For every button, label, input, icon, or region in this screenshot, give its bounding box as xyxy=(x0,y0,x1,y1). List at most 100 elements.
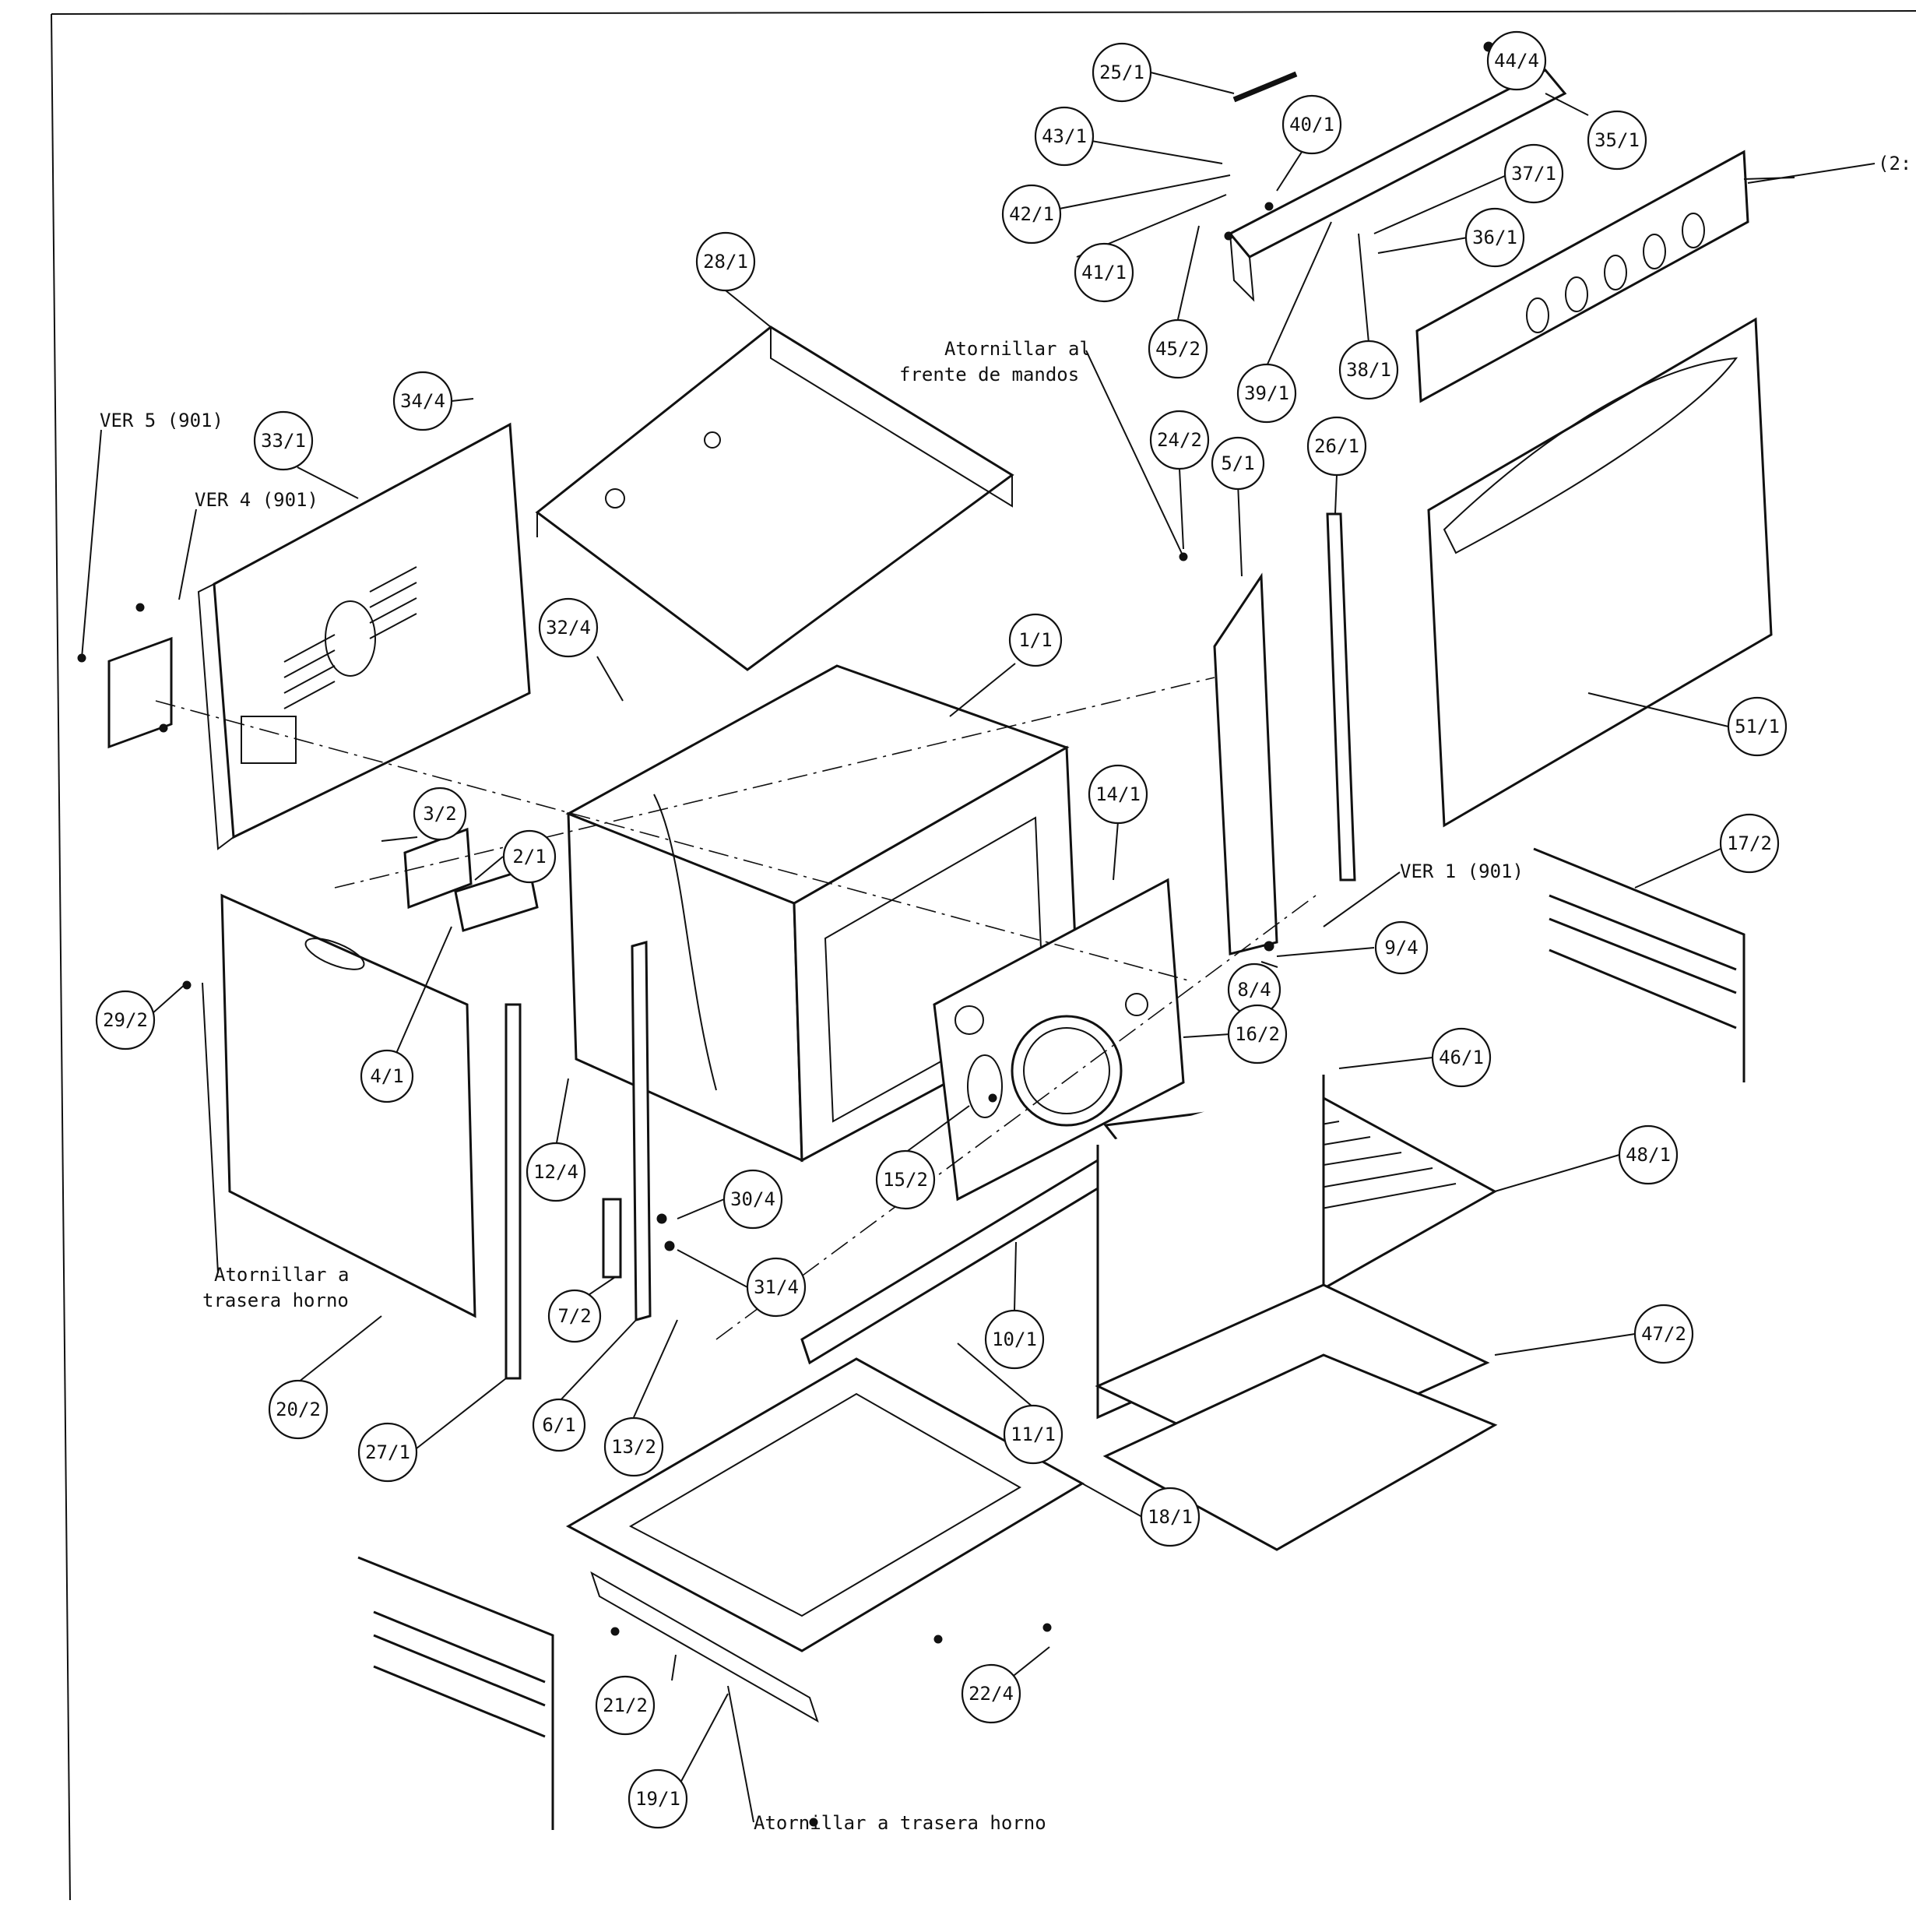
note-ver5: VER 5 (901) xyxy=(100,410,223,431)
svg-text:17/2: 17/2 xyxy=(1727,832,1772,854)
top-bracket-part xyxy=(1228,69,1567,302)
bottom-plate-part xyxy=(565,1357,1085,1652)
svg-text:1/1: 1/1 xyxy=(1018,629,1052,651)
svg-text:24/2: 24/2 xyxy=(1157,429,1202,451)
terminal-block-part xyxy=(454,867,539,932)
oven-cavity-part xyxy=(565,664,1080,1163)
note-leader xyxy=(1085,350,1184,558)
right-shelf-rack-part xyxy=(1533,847,1745,1082)
svg-text:34/4: 34/4 xyxy=(400,390,445,412)
callout-38-1: 38/1 xyxy=(1338,340,1399,400)
callout-3-2: 3/2 xyxy=(413,787,467,841)
note-leader xyxy=(727,1685,754,1823)
frame-left-line xyxy=(51,13,71,1901)
svg-text:47/2: 47/2 xyxy=(1641,1323,1686,1345)
callout-13-2: 13/2 xyxy=(603,1416,664,1477)
svg-text:48/1: 48/1 xyxy=(1626,1144,1671,1166)
note-leader xyxy=(81,429,102,659)
note-ver4: VER 4 (901) xyxy=(195,489,318,511)
callout-39-1: 39/1 xyxy=(1236,363,1297,424)
svg-text:18/1: 18/1 xyxy=(1148,1506,1193,1528)
callout-33-1: 33/1 xyxy=(253,410,314,471)
svg-text:2/1: 2/1 xyxy=(512,846,546,867)
callout-2-1: 2/1 xyxy=(502,829,557,884)
note-atornillar-frente-2: frente de mandos xyxy=(899,364,1079,385)
rod-part xyxy=(1232,71,1298,103)
callout-16-2: 16/2 xyxy=(1227,1004,1288,1065)
callout-10-1: 10/1 xyxy=(984,1309,1045,1370)
svg-text:4/1: 4/1 xyxy=(370,1065,403,1087)
callout-12-4: 12/4 xyxy=(526,1142,586,1202)
note-atornillar-trasera-1: Atornillar a xyxy=(214,1264,349,1286)
callout-18-1: 18/1 xyxy=(1140,1487,1201,1547)
callout-14-1: 14/1 xyxy=(1088,764,1148,825)
svg-text:37/1: 37/1 xyxy=(1511,163,1556,185)
bottom-rail-part xyxy=(800,1158,1107,1365)
svg-text:25/1: 25/1 xyxy=(1099,62,1144,83)
callout-27-1: 27/1 xyxy=(357,1422,418,1483)
svg-text:27/1: 27/1 xyxy=(365,1441,410,1463)
callout-41-1: 41/1 xyxy=(1074,242,1134,303)
svg-text:40/1: 40/1 xyxy=(1289,114,1334,135)
note-leader xyxy=(202,982,219,1274)
svg-text:51/1: 51/1 xyxy=(1735,716,1780,737)
callout-36-1: 36/1 xyxy=(1464,207,1525,268)
callout-45-2: 45/2 xyxy=(1148,318,1208,379)
note-leader xyxy=(178,509,197,600)
callout-20-2: 20/2 xyxy=(268,1379,329,1440)
svg-text:32/4: 32/4 xyxy=(546,617,591,639)
svg-text:10/1: 10/1 xyxy=(992,1328,1037,1350)
rear-panel-part xyxy=(197,422,531,850)
callout-32-4: 32/4 xyxy=(538,597,599,658)
small-plate-part xyxy=(107,636,173,749)
svg-text:15/2: 15/2 xyxy=(883,1169,928,1191)
callout-40-1: 40/1 xyxy=(1281,94,1342,155)
callout-4-1: 4/1 xyxy=(360,1049,414,1103)
svg-text:9/4: 9/4 xyxy=(1384,937,1418,959)
svg-text:16/2: 16/2 xyxy=(1235,1023,1280,1045)
svg-text:11/1: 11/1 xyxy=(1011,1423,1056,1445)
callout-25-1: 25/1 xyxy=(1092,42,1152,103)
svg-text:38/1: 38/1 xyxy=(1346,359,1391,381)
svg-text:22/4: 22/4 xyxy=(969,1683,1014,1705)
callout-51-1: 51/1 xyxy=(1727,696,1788,757)
assembly-line xyxy=(715,895,1317,1340)
svg-text:46/1: 46/1 xyxy=(1439,1047,1484,1068)
callout-17-2: 17/2 xyxy=(1719,813,1780,874)
control-panel-part xyxy=(1415,150,1749,403)
svg-text:8/4: 8/4 xyxy=(1237,979,1271,1001)
screws xyxy=(77,41,1494,1827)
note-atornillar-trasera-2: trasera horno xyxy=(202,1290,349,1311)
svg-text:33/1: 33/1 xyxy=(261,430,306,452)
svg-text:31/4: 31/4 xyxy=(754,1276,799,1298)
svg-text:44/4: 44/4 xyxy=(1494,50,1539,72)
callout-31-4: 31/4 xyxy=(746,1257,807,1318)
callout-1-1: 1/1 xyxy=(1008,613,1063,667)
svg-text:14/1: 14/1 xyxy=(1095,783,1141,805)
svg-text:(2:: (2: xyxy=(1878,153,1911,174)
callout-24-2: 24/2 xyxy=(1149,410,1210,470)
callout-28-1: 28/1 xyxy=(695,231,756,292)
leader-lines xyxy=(144,50,1876,1786)
svg-text:21/2: 21/2 xyxy=(603,1694,648,1716)
svg-text:26/1: 26/1 xyxy=(1314,435,1359,457)
small-block-part xyxy=(602,1198,622,1279)
callout-35-1: 35/1 xyxy=(1587,110,1647,171)
callout-44-4: 44/4 xyxy=(1486,30,1547,91)
callout-6-1: 6/1 xyxy=(532,1398,586,1452)
callout-37-1: 37/1 xyxy=(1503,143,1564,204)
left-rail-part xyxy=(631,941,652,1321)
left-strip-part xyxy=(504,1003,522,1380)
svg-text:39/1: 39/1 xyxy=(1244,382,1289,404)
svg-text:3/2: 3/2 xyxy=(423,803,456,825)
frame-top-line xyxy=(51,10,1916,15)
note-leader xyxy=(1323,871,1401,927)
vertical-bar-part xyxy=(1326,512,1356,882)
callout-21-2: 21/2 xyxy=(595,1675,656,1736)
callout-11-1: 11/1 xyxy=(1003,1404,1063,1465)
callout-9-4: 9/4 xyxy=(1374,920,1429,975)
callout-22-4: 22/4 xyxy=(961,1663,1021,1724)
callout-47-2: 47/2 xyxy=(1633,1304,1694,1364)
callout-15-2: 15/2 xyxy=(875,1149,936,1210)
svg-text:28/1: 28/1 xyxy=(703,251,748,273)
